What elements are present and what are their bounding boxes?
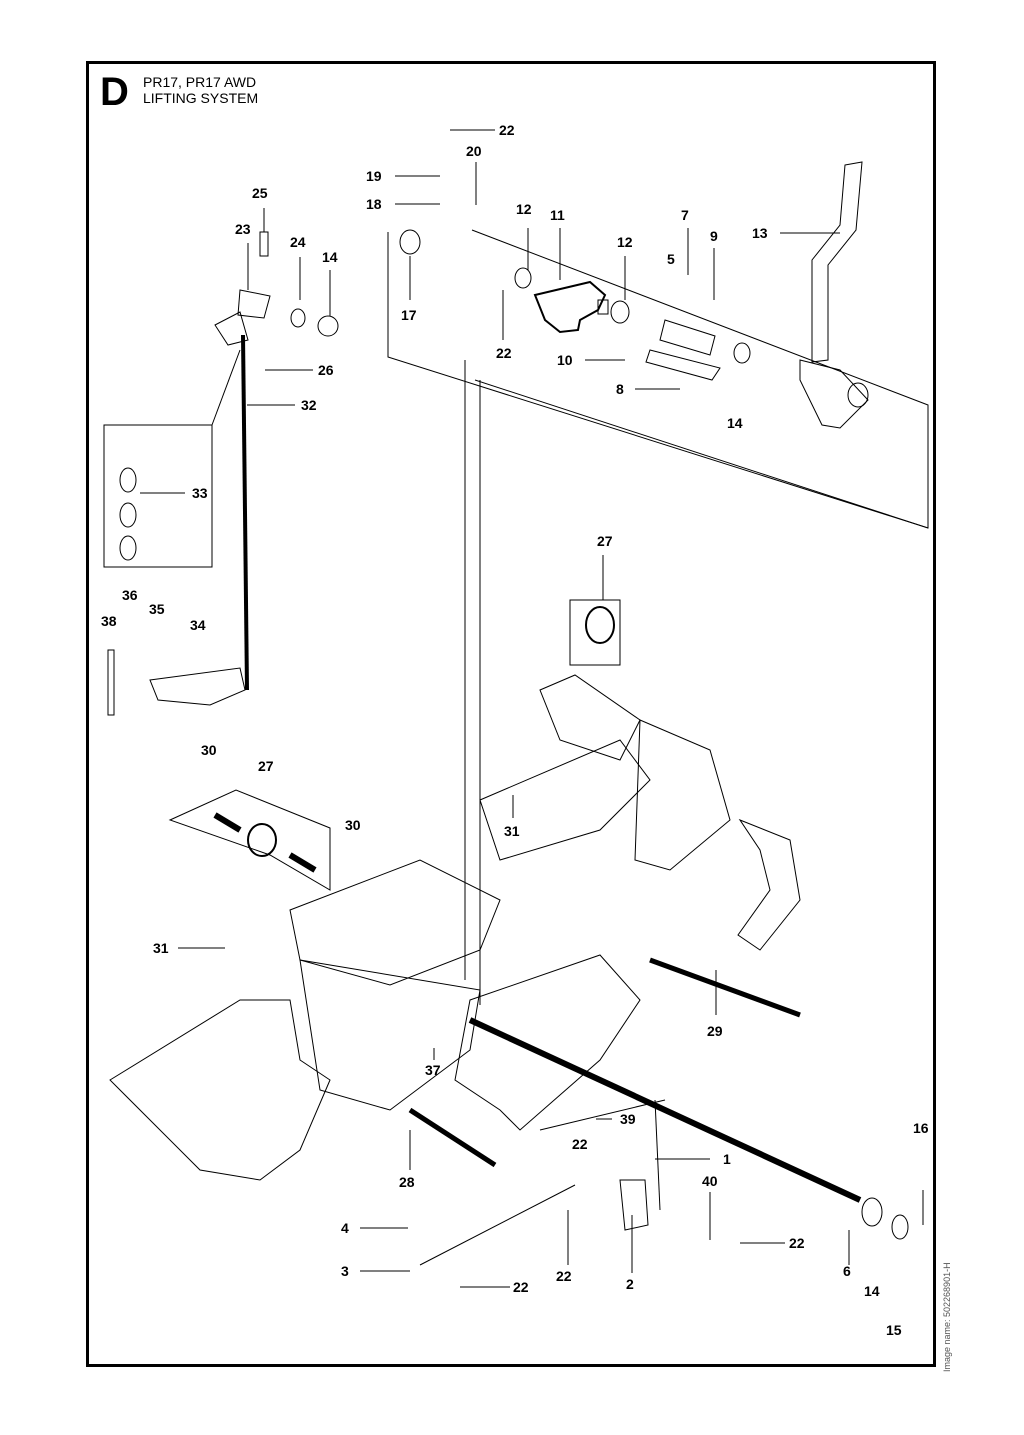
callout-38: 38: [101, 613, 117, 629]
callout-25: 25: [252, 185, 268, 201]
callout-9: 9: [710, 228, 718, 244]
callout-14-bottom: 14: [864, 1283, 880, 1299]
model-title: PR17, PR17 AWD: [143, 74, 257, 90]
callout-22-mid: 22: [496, 345, 512, 361]
callout-22-right: 22: [789, 1235, 805, 1251]
callout-36: 36: [122, 587, 138, 603]
callout-27-top: 27: [597, 533, 613, 549]
callout-5: 5: [667, 251, 675, 267]
callout-12-right: 12: [617, 234, 633, 250]
callout-12-left: 12: [516, 201, 532, 217]
callout-34: 34: [190, 617, 206, 633]
callout-32: 32: [301, 397, 317, 413]
callout-30-right: 30: [345, 817, 361, 833]
callout-35: 35: [149, 601, 165, 617]
callout-13: 13: [752, 225, 768, 241]
callout-30-left: 30: [201, 742, 217, 758]
callout-15: 15: [886, 1322, 902, 1338]
section-letter: D: [100, 70, 129, 114]
callout-39: 39: [620, 1111, 636, 1127]
callout-37: 37: [425, 1062, 441, 1078]
callout-29: 29: [707, 1023, 723, 1039]
callout-24: 24: [290, 234, 306, 250]
callout-11: 11: [550, 207, 565, 223]
callout-22-left-bottom: 22: [513, 1279, 529, 1295]
callout-28: 28: [399, 1174, 415, 1190]
callout-3: 3: [341, 1263, 349, 1279]
callout-33: 33: [192, 485, 208, 501]
callout-18: 18: [366, 196, 382, 212]
callout-23: 23: [235, 221, 251, 237]
callout-7: 7: [681, 207, 689, 223]
callout-26: 26: [318, 362, 334, 378]
callout-4: 4: [341, 1220, 349, 1236]
callout-14-right: 14: [727, 415, 743, 431]
upper-assembly-outline: [387, 229, 929, 529]
callout-22-lower: 22: [572, 1136, 588, 1152]
callout-14-left: 14: [322, 249, 338, 265]
callout-19: 19: [366, 168, 382, 184]
diagram-title: LIFTING SYSTEM: [143, 90, 259, 106]
callout-6: 6: [843, 1263, 851, 1279]
callout-17: 17: [401, 307, 417, 323]
callout-8: 8: [616, 381, 624, 397]
callout-27-left: 27: [258, 758, 274, 774]
drawing-frame: [86, 61, 936, 1367]
callout-31-right: 31: [504, 823, 520, 839]
callout-31-left: 31: [153, 940, 169, 956]
callout-16: 16: [913, 1120, 929, 1136]
callout-2: 2: [626, 1276, 634, 1292]
callout-10: 10: [557, 352, 573, 368]
callout-40: 40: [702, 1173, 718, 1189]
callout-22-bottom: 22: [556, 1268, 572, 1284]
callout-20: 20: [466, 143, 482, 159]
callout-1: 1: [723, 1151, 731, 1167]
callout-22-top: 22: [499, 122, 515, 138]
